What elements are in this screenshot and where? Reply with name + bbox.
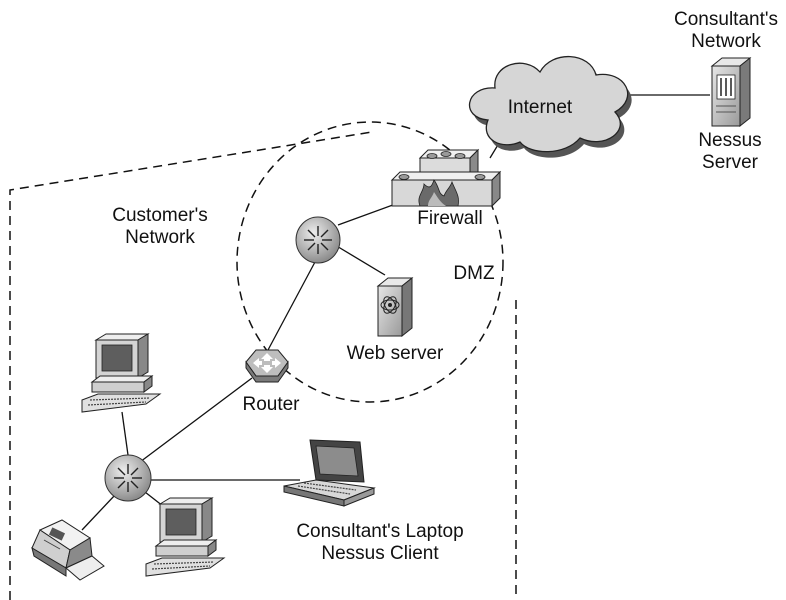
laptop-icon (283, 439, 376, 507)
router-icon (245, 349, 289, 383)
link-switch2-printer (81, 494, 116, 531)
dmz-label: DMZ (453, 263, 495, 284)
firewall-icon (390, 148, 502, 208)
desktop-computer-icon (81, 333, 162, 413)
cloud-icon (469, 55, 632, 158)
web-server-icon (376, 276, 414, 338)
router-label: Router (242, 394, 300, 415)
link-desktop-switch2 (121, 411, 129, 456)
server-icon (710, 56, 752, 128)
desktop-computer-icon-2 (145, 497, 226, 577)
internet-label: Internet (507, 97, 573, 118)
nessus-server-label: Nessus Server (698, 130, 762, 173)
switch-icon-customer (104, 454, 152, 502)
switch-icon (295, 216, 341, 264)
printer-icon (31, 519, 105, 581)
customer-network-boundary (9, 131, 373, 600)
firewall-label: Firewall (417, 208, 483, 229)
link-switch-router (267, 261, 316, 351)
link-router-switch2 (139, 377, 253, 463)
dmz-boundary (236, 121, 504, 403)
consultant-network-label: Consultant's Network (674, 9, 778, 52)
laptop-label: Consultant's Laptop Nessus Client (296, 521, 464, 564)
customer-network-label: Customer's Network (112, 205, 208, 248)
link-switch-webserver (334, 244, 386, 276)
web-server-label: Web server (346, 343, 444, 364)
